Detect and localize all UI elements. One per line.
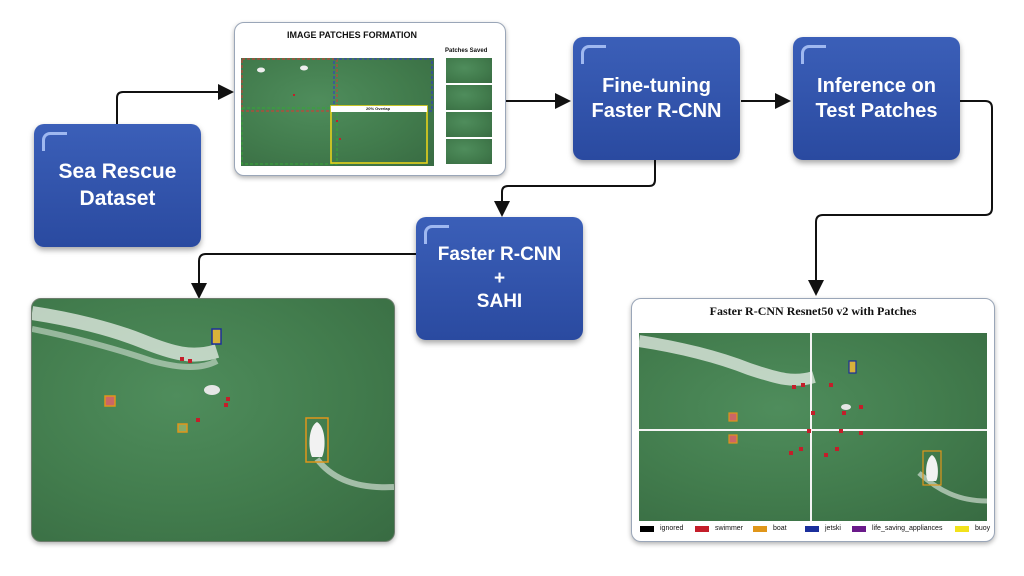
legend-item-jetski: jetski [805, 525, 841, 532]
legend-label: life_saving_appliances [872, 525, 943, 532]
patch-grid-overlay [241, 58, 433, 165]
legend-item-buoy: buoy [955, 525, 990, 532]
result-detection-overlay [639, 333, 987, 521]
legend-swatch [852, 525, 866, 532]
legend-item-swimmer: swimmer [695, 525, 743, 532]
legend-swatch [955, 525, 969, 532]
saved-patch [446, 58, 492, 83]
saved-patch [446, 112, 492, 137]
corner-accent [581, 45, 606, 64]
image-patches-panel: IMAGE PATCHES FORMATION Patches Saved 20… [234, 22, 506, 176]
legend-swatch [805, 525, 819, 532]
legend-item-life-saving: life_saving_appliances [852, 525, 942, 532]
legend-swatch [695, 525, 709, 532]
sea-rescue-dataset-box: Sea Rescue Dataset [34, 124, 201, 247]
legend-label: swimmer [715, 525, 743, 532]
patches-result-panel: Faster R-CNN Resnet50 v2 with Patches [631, 298, 995, 542]
faster-rcnn-sahi-label: Faster R-CNN + SAHI [437, 243, 562, 313]
legend-label: ignored [660, 525, 684, 532]
inference-label: Inference on Test Patches [815, 74, 938, 122]
saved-patches-column [446, 58, 492, 166]
legend-label: jetski [825, 525, 841, 532]
source-sea-image: 20% Overlap [241, 58, 434, 166]
sahi-detection-image [31, 298, 395, 542]
legend-label: boat [773, 525, 787, 532]
legend-label: buoy [975, 525, 991, 532]
corner-accent [424, 225, 449, 244]
patches-title: IMAGE PATCHES FORMATION [287, 30, 417, 40]
arrow-finetune-to-sahi [494, 160, 656, 217]
result-title: Faster R-CNN Resnet50 v2 with Patches [709, 304, 917, 318]
result-legend: ignored swimmer boat jetski life_saving_… [640, 525, 990, 535]
overlap-label: 20% Overlap [366, 106, 391, 111]
arrow-sahi-to-image [191, 253, 416, 299]
saved-patch [446, 85, 492, 110]
inference-box: Inference on Test Patches [793, 37, 960, 160]
faster-rcnn-sahi-box: Faster R-CNN + SAHI [416, 217, 583, 340]
saved-patch [446, 139, 492, 164]
arrow-dataset-to-patches [116, 84, 234, 125]
corner-accent [42, 132, 67, 151]
sahi-detection-overlay [32, 306, 394, 491]
sea-rescue-dataset-label: Sea Rescue Dataset [58, 160, 177, 210]
corner-accent [801, 45, 826, 64]
legend-swatch [753, 525, 767, 532]
arrow-inference-to-result [808, 100, 993, 296]
patches-saved-label: Patches Saved [445, 48, 488, 54]
fine-tuning-box: Fine-tuning Faster R-CNN [573, 37, 740, 160]
legend-swatch [640, 525, 654, 532]
result-sea-image [639, 333, 987, 521]
legend-item-ignored: ignored [640, 525, 683, 532]
legend-item-boat: boat [753, 525, 787, 532]
fine-tuning-label: Fine-tuning Faster R-CNN [591, 74, 722, 122]
